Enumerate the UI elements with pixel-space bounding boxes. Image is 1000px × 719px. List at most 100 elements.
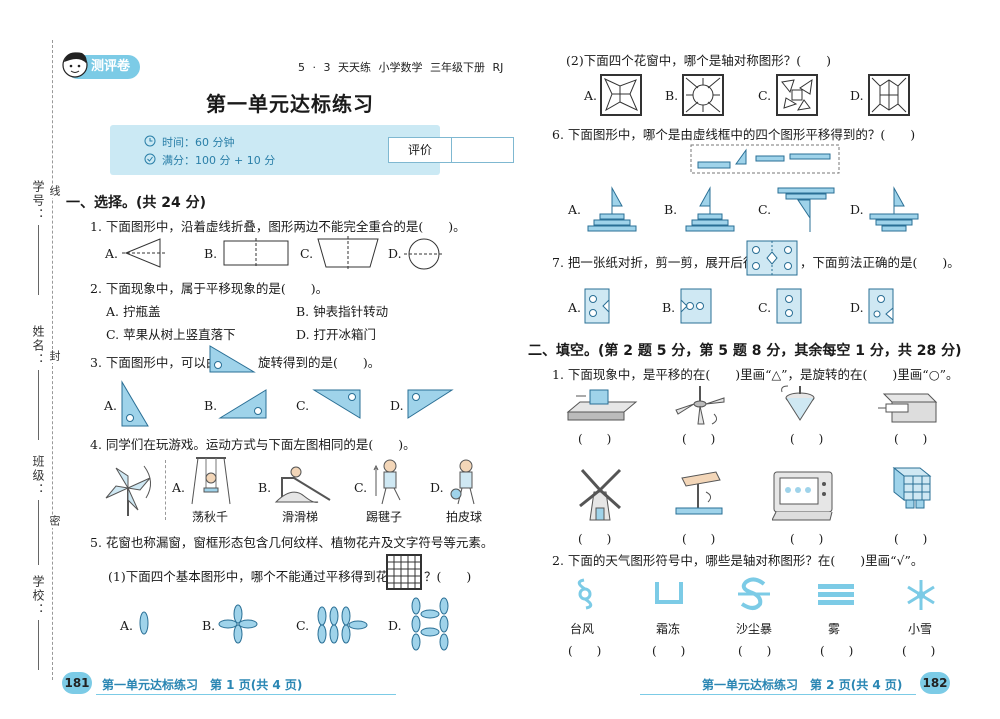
q3-reference-triangle xyxy=(209,345,256,373)
q2-option-b[interactable]: B. 钟表指针转动 xyxy=(296,304,389,319)
q4-text: 4. 同学们在玩游戏。运动方式与下面左图相同的是( )。 xyxy=(90,437,416,452)
petal-shape-c xyxy=(317,606,368,644)
q5-1-option-a[interactable]: A. xyxy=(120,618,134,633)
f2-answer-fog[interactable]: ( ) xyxy=(820,644,854,658)
q4-option-a[interactable]: A. xyxy=(172,480,186,495)
q5-2-option-d[interactable]: D. xyxy=(850,88,864,103)
q6-boat-a xyxy=(587,186,637,232)
q1-option-b[interactable]: B. xyxy=(204,246,218,261)
q6-option-d[interactable]: D. xyxy=(850,202,864,217)
left-footer-text: 第一单元达标练习 第 1 页(共 4 页) xyxy=(102,678,303,692)
f1-answer-7[interactable]: ( ) xyxy=(790,532,824,546)
q1-text: 1. 下面图形中，沿着虚线折叠，图形两边不能完全重合的是( )。 xyxy=(90,219,466,234)
q6-option-b[interactable]: B. xyxy=(664,202,678,217)
seal-mark: 封 xyxy=(46,350,62,363)
evaluation-label: 评价 xyxy=(389,138,452,162)
q4-caption-a: 荡秋千 xyxy=(192,510,229,524)
q7-folded-c xyxy=(776,288,802,324)
q6-option-c[interactable]: C. xyxy=(758,202,772,217)
lattice-window-icon xyxy=(386,554,422,590)
q3-option-d[interactable]: D. xyxy=(390,398,404,413)
f1-answer-8[interactable]: ( ) xyxy=(894,532,928,546)
binding-margin: 学号： 姓名： 班级： 学校： 线 封 密 xyxy=(0,0,62,719)
f1-answer-5[interactable]: ( ) xyxy=(578,532,612,546)
q5-2-option-c[interactable]: C. xyxy=(758,88,772,103)
fog-icon xyxy=(818,584,854,605)
q4-option-b[interactable]: B. xyxy=(258,480,272,495)
section-1-heading: 一、选择。(共 24 分) xyxy=(66,195,207,211)
q3-option-b[interactable]: B. xyxy=(204,398,218,413)
q4-caption-d: 拍皮球 xyxy=(446,510,483,524)
q5-1-option-d[interactable]: D. xyxy=(388,618,402,633)
frost-icon xyxy=(655,582,683,604)
q7-option-b[interactable]: B. xyxy=(662,300,676,315)
f2-answer-typhoon[interactable]: ( ) xyxy=(568,644,602,658)
q7-text-pre: 7. 把一张纸对折，剪一剪，展开后得到 xyxy=(552,255,768,270)
dense-mark: 密 xyxy=(46,515,62,528)
q5-text: 5. 花窗也称漏窗，窗框形态包含几何纹样、植物花卉及文字符号等元素。 xyxy=(90,535,494,550)
q4-option-d[interactable]: D. xyxy=(430,480,444,495)
clock-icon xyxy=(144,135,156,147)
q2-option-d[interactable]: D. 打开冰箱门 xyxy=(296,327,377,342)
school-label: 学校： xyxy=(31,575,45,617)
q1-option-d[interactable]: D. xyxy=(388,246,402,261)
score-text: 满分：100 分 + 10 分 xyxy=(162,154,276,167)
book-info: 5 · 3 天天练 小学数学 三年级下册 RJ xyxy=(298,61,504,74)
q6-option-a[interactable]: A. xyxy=(568,202,582,217)
q7-option-d[interactable]: D. xyxy=(850,300,864,315)
info-box: 时间：60 分钟 满分：100 分 + 10 分 评价 xyxy=(110,125,514,175)
f1-answer-2[interactable]: ( ) xyxy=(682,432,716,446)
ceiling-fan-icon xyxy=(675,386,725,425)
petal-shape-a xyxy=(139,611,149,635)
time-text: 时间：60 分钟 xyxy=(162,136,235,149)
ball-bounce-icon xyxy=(450,459,475,505)
q5-2-option-a[interactable]: A. xyxy=(584,88,598,103)
petal-shape-d xyxy=(411,597,449,651)
evaluation-box: 评价 xyxy=(388,137,514,163)
conveyor-icon xyxy=(566,389,638,421)
q5-2-option-b[interactable]: B. xyxy=(665,88,679,103)
q2-option-c[interactable]: C. 苹果从树上竖直落下 xyxy=(106,327,236,342)
q6-text: 6. 下面图形中，哪个是由虚线框中的四个图形平移得到的？( ) xyxy=(552,127,916,142)
q3-option-a[interactable]: A. xyxy=(104,398,118,413)
q7-option-a[interactable]: A. xyxy=(568,300,582,315)
petal-shape-b xyxy=(218,604,258,644)
f1-answer-6[interactable]: ( ) xyxy=(682,532,716,546)
q1-option-a[interactable]: A. xyxy=(105,246,119,261)
f2-answer-sandstorm[interactable]: ( ) xyxy=(738,644,772,658)
q2-text: 2. 下面现象中，属于平移现象的是( )。 xyxy=(90,281,329,296)
page-title: 第一单元达标练习 xyxy=(206,92,374,116)
q5-1-text: (1)下面四个基本图形中，哪个不能通过平移得到花窗 xyxy=(108,569,401,584)
section-2-heading: 二、填空。(第 2 题 5 分，第 5 题 8 分，其余每空 1 分，共 28 … xyxy=(528,343,962,359)
q6-dashed-box xyxy=(690,144,840,174)
q4-option-c[interactable]: C. xyxy=(354,480,368,495)
q5-1-end: ？( ) xyxy=(424,569,472,584)
q5-1-option-c[interactable]: C. xyxy=(296,618,310,633)
q2-option-a[interactable]: A. 拧瓶盖 xyxy=(106,304,161,319)
f2-label-typhoon: 台风 xyxy=(570,622,595,636)
swing-icon xyxy=(191,457,231,505)
f2-answer-frost[interactable]: ( ) xyxy=(652,644,686,658)
q7-option-c[interactable]: C. xyxy=(758,300,772,315)
q6-boat-b xyxy=(685,186,735,232)
q1-option-c[interactable]: C. xyxy=(300,246,314,261)
f2-label-frost: 霜冻 xyxy=(656,622,681,636)
q4-caption-c: 踢毽子 xyxy=(366,510,403,524)
q7-unfolded-paper xyxy=(746,240,798,276)
flower-window-a xyxy=(600,74,642,116)
f2-answer-light-snow[interactable]: ( ) xyxy=(902,644,936,658)
f1-text: 1. 下面现象中，是平移的在( )里画“△”，是旋转的在( )里画“○”。 xyxy=(552,367,959,382)
slide-icon xyxy=(274,466,331,503)
shuttlecock-kick-icon xyxy=(373,459,401,505)
q3-triangle-a xyxy=(121,380,149,427)
q5-1-option-b[interactable]: B. xyxy=(202,618,216,633)
q3-option-c[interactable]: C. xyxy=(296,398,310,413)
q7-folded-a xyxy=(584,288,610,324)
line-mark: 线 xyxy=(46,185,62,198)
pinwheel-icon xyxy=(105,465,151,516)
f1-answer-4[interactable]: ( ) xyxy=(894,432,928,446)
f1-answer-3[interactable]: ( ) xyxy=(790,432,824,446)
q1-trapezoid-shape xyxy=(317,236,379,270)
f1-answer-1[interactable]: ( ) xyxy=(578,432,612,446)
q3-triangle-b xyxy=(218,389,267,419)
